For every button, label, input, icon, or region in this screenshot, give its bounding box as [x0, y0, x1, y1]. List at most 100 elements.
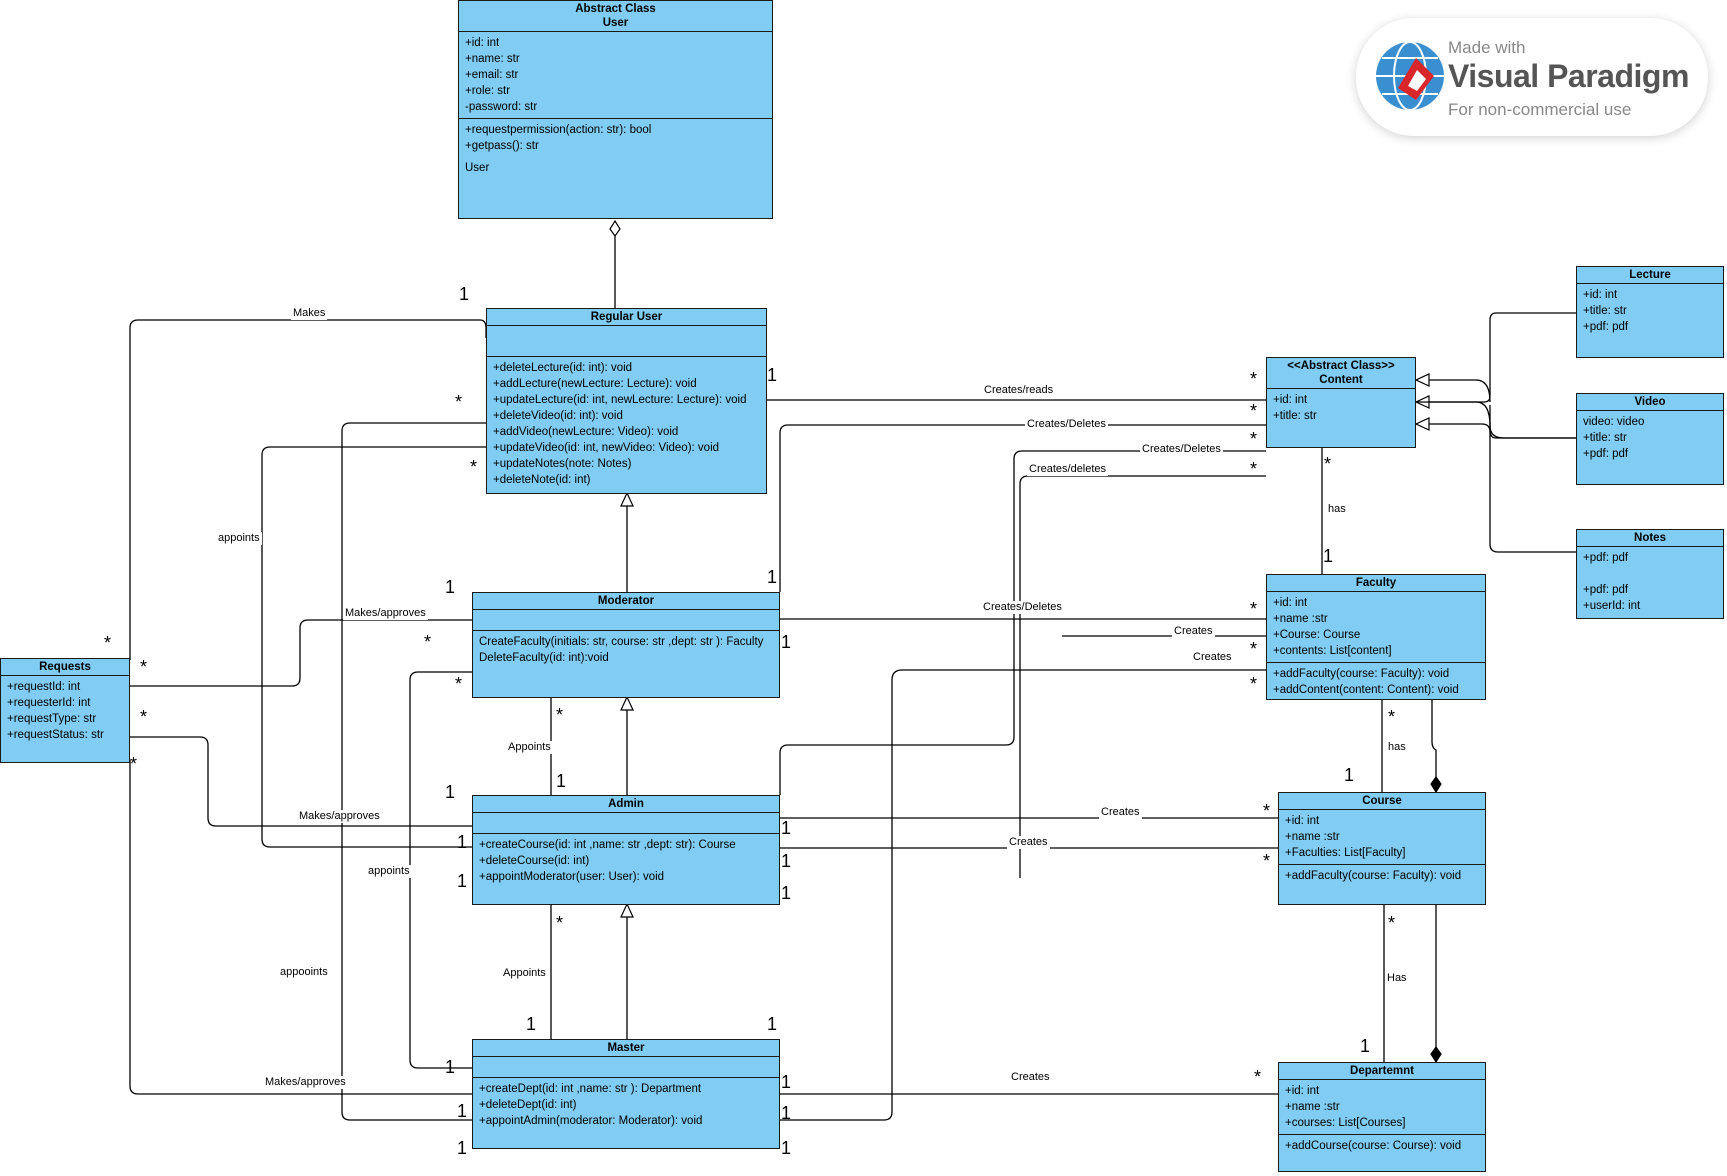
attribute: +requesterId: int [7, 697, 91, 709]
label-has-course-department: Has [1385, 972, 1409, 985]
attribute: +title: str [1583, 432, 1627, 444]
mult-faculty-has-one: 1 [1323, 546, 1334, 566]
method: +addContent(content: Content): void [1273, 684, 1459, 696]
mult-faculty-star-2: * [1250, 639, 1258, 659]
class-lecture[interactable]: Lecture +id: int +title: str +pdf: pdf [1576, 266, 1724, 358]
class-title: Abstract Class [575, 3, 656, 15]
attribute: -password: str [465, 101, 538, 113]
edge-master-moderator-appoints [409, 671, 472, 1069]
watermark-brand: Visual Paradigm [1448, 58, 1689, 94]
method: +appointModerator(user: User): void [479, 871, 665, 883]
mult-admin-one-left-1: 1 [445, 782, 456, 802]
attribute: +id: int [1273, 394, 1308, 406]
class-admin[interactable]: Admin +createCourse(id: int ,name: str ,… [472, 795, 780, 905]
edge-admin-regular-user-appoints [261, 446, 486, 848]
mult-admin-star-bottom: * [556, 913, 564, 933]
mult-requests-star-2: * [140, 657, 148, 677]
mult-admin-one-right-3: 1 [781, 883, 792, 903]
mult-requests-star-1: * [104, 633, 112, 653]
label-creates-department: Creates [1009, 1071, 1052, 1084]
mult-content-star-2: * [1250, 401, 1258, 421]
attribute: +name: str [465, 53, 520, 65]
method: +updateVideo(id: int, newVideo: Video): … [493, 442, 720, 454]
class-notes[interactable]: Notes +pdf: pdf +pdf: pdf +userId: int [1576, 529, 1724, 619]
attribute: +title: str [1583, 305, 1627, 317]
visual-paradigm-watermark: Made with Visual Paradigm For non-commer… [1356, 18, 1708, 136]
mult-regular-user-star-1: * [455, 392, 463, 412]
class-subtitle: Content [1319, 374, 1363, 386]
method: +addFaculty(course: Faculty): void [1273, 668, 1450, 680]
mult-admin-one-left-2: 1 [457, 832, 468, 852]
label-makes: Makes [291, 307, 328, 320]
mult-content-has-star: * [1324, 454, 1332, 474]
attribute-section [487, 326, 766, 357]
attribute-section [473, 1057, 779, 1078]
attribute: +role: str [465, 85, 511, 97]
method: +addCourse(course: Course): void [1285, 1140, 1462, 1152]
class-master[interactable]: Master +createDept(id: int ,name: str ):… [472, 1039, 780, 1149]
mult-moderator-one-top: 1 [767, 567, 778, 587]
label-creates-reads: Creates/reads [982, 384, 1056, 397]
mult-master-one-top: 1 [526, 1014, 537, 1034]
class-regular-user[interactable]: Regular User +deleteLecture(id: int): vo… [486, 308, 767, 494]
label-creates-course-2: Creates [1007, 836, 1050, 849]
edge-video-content [1416, 401, 1576, 439]
method: +getpass(): str [465, 140, 539, 152]
method: +addFaculty(course: Faculty): void [1285, 870, 1462, 882]
class-course[interactable]: Course +id: int +name :str +Faculties: L… [1278, 792, 1486, 905]
mult-course-has-one: 1 [1344, 765, 1355, 785]
attribute: +contents: List[content] [1273, 645, 1392, 657]
mult-faculty-star-3: * [1250, 674, 1258, 694]
edge-notes-content [1414, 417, 1576, 553]
method: +deleteLecture(id: int): void [493, 362, 633, 374]
class-subtitle: User [602, 17, 629, 29]
class-title: <<Abstract Class>> [1287, 360, 1395, 372]
label-appoints-left: appoints [216, 532, 262, 545]
attribute: +id: int [1583, 289, 1618, 301]
label-makes-approves-moderator: Makes/approves [343, 607, 428, 620]
edge-requests-regular-user [129, 319, 487, 660]
class-title: Master [473, 1040, 779, 1057]
mult-moderator-star-left-2: * [455, 674, 463, 694]
attribute: +id: int [1273, 597, 1308, 609]
attribute: +title: str [1273, 410, 1317, 422]
mult-admin-one-left-3: 1 [457, 871, 468, 891]
class-title: Admin [473, 796, 779, 813]
method: +requestpermission(action: str): bool [465, 124, 652, 136]
attribute: +pdf: pdf [1583, 584, 1629, 596]
class-department[interactable]: Departemnt +id: int +name :str +courses:… [1278, 1062, 1486, 1172]
class-requests[interactable]: Requests +requestId: int +requesterId: i… [0, 658, 130, 763]
label-creates-deletes-admin: Creates/deletes [1027, 463, 1109, 476]
method: CreateFaculty(initials: str, course: str… [479, 636, 764, 648]
edge-master-content [1019, 475, 1266, 878]
edge-master-faculty [780, 669, 1266, 1121]
label-makes-approves-admin: Makes/approves [297, 810, 382, 823]
label-appoints-master-moderator: appoints [366, 865, 412, 878]
label-creates-deletes-moderator: Creates/Deletes [1025, 418, 1108, 431]
label-creates-faculty-2: Creates [1191, 651, 1234, 664]
label-creates-deletes-master: Creates/Deletes [1140, 443, 1223, 456]
attribute: +name :str [1273, 613, 1328, 625]
watermark-made-with: Made with [1448, 38, 1526, 57]
mult-requests-star-4: * [130, 754, 138, 774]
class-title: Regular User [487, 309, 766, 326]
class-moderator[interactable]: Moderator CreateFaculty(initials: str, c… [472, 592, 780, 698]
attribute: +id: int [465, 37, 500, 49]
class-faculty[interactable]: Faculty +id: int +name :str +Course: Cou… [1266, 574, 1486, 700]
mult-master-one-right-1: 1 [781, 1072, 792, 1092]
label-appoints-admin-moderator: Appoints [506, 741, 553, 754]
attribute: +name :str [1285, 831, 1340, 843]
mult-content-star-3: * [1250, 429, 1258, 449]
class-title: Moderator [473, 593, 779, 610]
mult-moderator-one-left: 1 [445, 577, 456, 597]
mult-faculty-course-star: * [1388, 707, 1396, 727]
class-note: User [465, 162, 490, 174]
method: +addLecture(newLecture: Lecture): void [493, 378, 697, 390]
class-video[interactable]: Video video: video +title: str +pdf: pdf [1576, 393, 1724, 485]
attribute: +pdf: pdf [1583, 321, 1629, 333]
mult-faculty-star-1: * [1250, 599, 1258, 619]
class-content[interactable]: <<Abstract Class>> Content +id: int +titl… [1266, 357, 1416, 448]
watermark-note: For non-commercial use [1448, 100, 1632, 119]
mult-moderator-star-left-1: * [424, 632, 432, 652]
